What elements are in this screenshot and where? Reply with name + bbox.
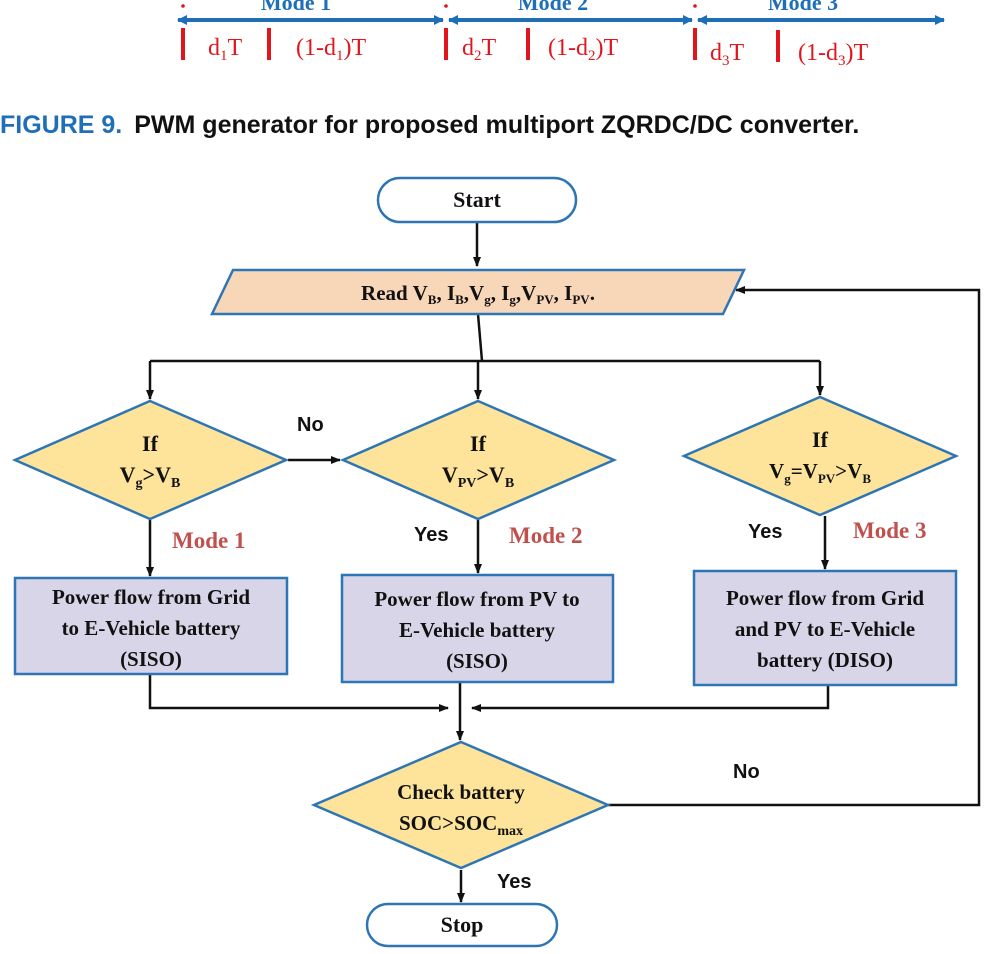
tick-dot: [693, 4, 697, 8]
start-terminal: Start: [376, 176, 578, 224]
stop-terminal: Stop: [365, 902, 559, 948]
mode1-label: Mode 1: [172, 528, 245, 553]
figure-caption: FIGURE 9. PWM generator for proposed mult…: [0, 108, 999, 142]
connector-read-split: [476, 313, 484, 362]
decision3-condition: Vg=VPV>VB: [769, 459, 871, 486]
no-label-decision1: No: [297, 414, 324, 436]
process3-line1: Power flow from Grid: [726, 586, 924, 610]
mode3-label: Mode 3: [853, 518, 926, 543]
connector-process1-merge: [148, 675, 449, 712]
yes-label-decision2: Yes: [414, 524, 448, 546]
duty-off-label-2: (1-d2)T: [548, 35, 618, 64]
process3-line3: battery (DISO): [757, 648, 893, 672]
duty-on-label-3: d3T: [710, 40, 745, 69]
mode2-label: Mode 2: [509, 523, 582, 548]
process1-line2: to E-Vehicle battery: [62, 616, 241, 640]
tick-dot: [181, 4, 185, 8]
process-grid-to-battery: Power flow from Grid to E-Vehicle batter…: [13, 576, 289, 676]
process2-line1: Power flow from PV to: [374, 587, 579, 611]
tick-dot: [444, 4, 448, 8]
connector-check-no-loop: [608, 286, 981, 807]
process-pv-to-battery: Power flow from PV to E-Vehicle battery …: [340, 573, 615, 684]
yes-label-decision3: Yes: [748, 521, 782, 543]
stop-label: Stop: [441, 912, 484, 937]
decision2-if: If: [470, 431, 487, 456]
check-line2: SOC>SOCmax: [399, 811, 523, 839]
process2-line3: (SISO): [446, 649, 508, 673]
decision1-condition: Vg>VB: [120, 462, 181, 491]
no-label-check: No: [733, 761, 760, 783]
duty-off-label-3: (1-d3)T: [798, 40, 868, 69]
connector-process3-merge: [471, 686, 830, 712]
duty-on-label-1: d1T: [208, 35, 243, 64]
decision-grid-vs-battery: If Vg>VB: [11, 399, 290, 521]
duty-off-label-1: (1-d1)T: [296, 35, 366, 64]
process1-line3: (SISO): [120, 647, 182, 671]
decision-pv-vs-battery: If VPV>VB: [339, 399, 618, 521]
decision1-if: If: [142, 431, 159, 456]
timeline-mode3-label: Mode 3: [768, 0, 838, 15]
decision2-condition: VPV>VB: [442, 462, 514, 491]
process1-line1: Power flow from Grid: [52, 585, 250, 609]
process-grid-pv-to-battery: Power flow from Grid and PV to E-Vehicle…: [692, 569, 958, 687]
figure-number: FIGURE 9.: [0, 111, 123, 139]
decision-check-battery-soc: Check battery SOC>SOCmax: [310, 740, 612, 870]
process2-line2: E-Vehicle battery: [399, 618, 556, 642]
yes-label-check: Yes: [497, 871, 531, 893]
decision3-if: If: [812, 427, 829, 452]
timeline-mode1-label: Mode 1: [261, 0, 331, 15]
connectors: [146, 222, 981, 903]
read-inputs-block: Read VB, IB,Vg, Ig,VPV, IPV.: [210, 268, 746, 316]
timeline-mode2-label: Mode 2: [518, 0, 588, 15]
check-line1: Check battery: [397, 780, 525, 804]
duty-on-label-2: d2T: [462, 35, 497, 64]
pwm-timeline: Mode 1 Mode 2 Mode 3 d1T (1-d1)T d2T (1-…: [177, 0, 945, 69]
figure-caption-text: PWM generator for proposed multiport ZQR…: [134, 111, 860, 139]
read-inputs-label: Read VB, IB,Vg, Ig,VPV, IPV.: [361, 281, 595, 307]
decision-grid-pv-vs-battery: If Vg=VPV>VB: [680, 395, 960, 517]
start-label: Start: [453, 187, 501, 212]
process3-line2: and PV to E-Vehicle: [735, 617, 915, 641]
